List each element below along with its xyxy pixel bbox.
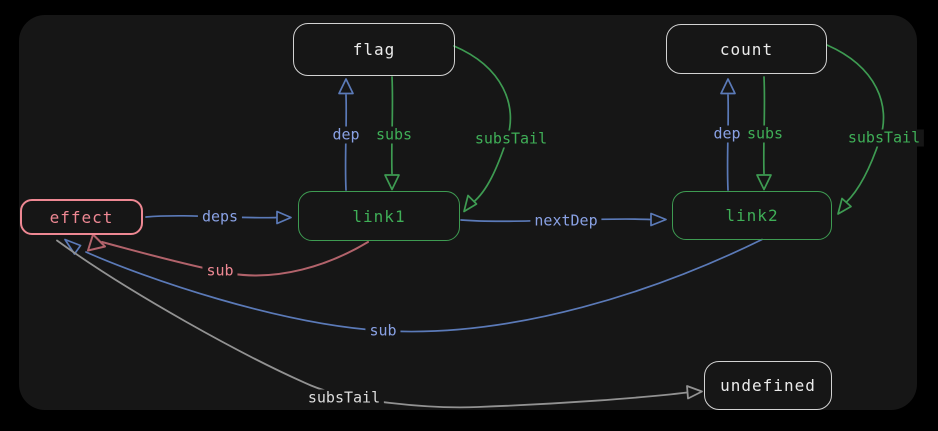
node-effect-label: effect bbox=[49, 207, 114, 227]
edge-subs1-line bbox=[390, 76, 394, 175]
edge-label-subs1: subs bbox=[371, 126, 417, 144]
edge-nextDep-arrowhead bbox=[650, 212, 667, 227]
edge-dep1-arrowhead bbox=[338, 78, 354, 95]
edge-label-subs2: subs bbox=[742, 125, 788, 143]
edge-subs1-arrowhead bbox=[384, 174, 400, 191]
node-count: count bbox=[666, 24, 827, 74]
diagram-panel bbox=[19, 15, 917, 410]
edge-label-subsTail2: subsTail bbox=[843, 129, 925, 147]
node-undefined-label: undefined bbox=[720, 376, 816, 395]
edge-deps-arrowhead bbox=[276, 210, 292, 225]
edge-label-subsTail1: subsTail bbox=[470, 130, 552, 148]
edge-sub1-arrowhead bbox=[87, 233, 106, 252]
node-flag-label: flag bbox=[352, 40, 396, 59]
node-effect: effect bbox=[20, 199, 143, 235]
edge-label-sub1: sub bbox=[202, 262, 238, 280]
node-flag: flag bbox=[293, 23, 455, 76]
edge-subsTail2-line bbox=[826, 44, 885, 204]
edge-subsTail2-arrowhead bbox=[837, 197, 852, 215]
node-link2: link2 bbox=[672, 191, 832, 240]
edge-label-subsTailFx: subsTail bbox=[303, 389, 385, 407]
edge-label-dep1: dep bbox=[328, 126, 364, 144]
edge-label-nextDep: nextDep bbox=[530, 212, 602, 230]
edge-subsTailFx-arrowhead bbox=[686, 385, 703, 400]
node-undefined: undefined bbox=[704, 361, 832, 410]
node-count-label: count bbox=[719, 39, 774, 59]
edge-label-sub2: sub bbox=[365, 322, 401, 340]
node-link1: link1 bbox=[298, 191, 460, 241]
edge-dep2-arrowhead bbox=[720, 78, 736, 95]
edge-sub2-line bbox=[85, 238, 763, 333]
edge-sub2-arrowhead bbox=[64, 238, 82, 255]
edge-label-dep2: dep bbox=[709, 125, 745, 143]
node-link2-label: link2 bbox=[725, 206, 779, 225]
edge-dep2-line bbox=[726, 94, 730, 191]
edge-subsTail1-arrowhead bbox=[463, 194, 478, 213]
edge-subsTail1-line bbox=[453, 45, 512, 204]
edge-label-deps: deps bbox=[197, 208, 243, 226]
node-link1-label: link1 bbox=[352, 206, 406, 226]
edge-subs2-arrowhead bbox=[756, 174, 772, 191]
